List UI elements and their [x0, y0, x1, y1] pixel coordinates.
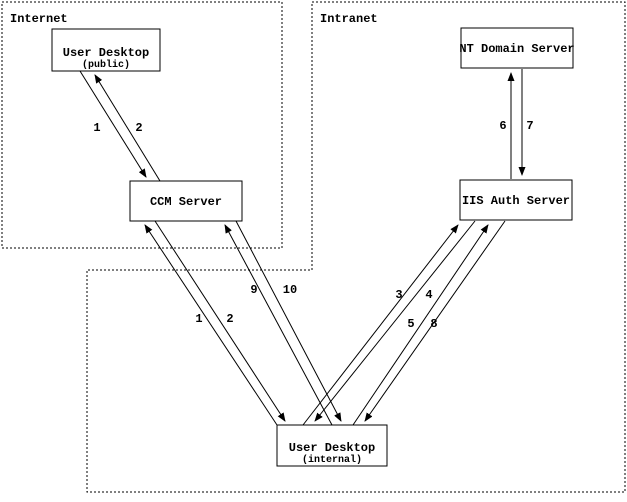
edge-2-ccm-to-public	[94, 74, 161, 182]
node-box	[51, 28, 161, 72]
node-box	[129, 180, 243, 222]
node-label: IIS Auth Server	[462, 194, 570, 208]
node-user-desktop-internal: User Desktop (internal)	[276, 424, 388, 467]
edge-label-9: 9	[250, 283, 257, 297]
edge-3-internal-to-iis	[302, 224, 459, 426]
edge-label-2-upper: 2	[135, 121, 142, 135]
edge-label-4: 4	[425, 288, 432, 302]
node-box	[460, 27, 574, 69]
edge-label-6: 6	[499, 119, 506, 133]
edge-1-internal-to-ccm	[144, 224, 278, 426]
node-iis-auth-server: IIS Auth Server	[459, 179, 573, 221]
edge-label-10: 10	[283, 283, 297, 297]
edge-2-ccm-to-internal	[154, 220, 286, 422]
edge-label-2-lower: 2	[226, 312, 233, 326]
edge-1-public-to-ccm	[79, 70, 147, 178]
edge-label-1-lower: 1	[195, 312, 202, 326]
node-label: User Desktop	[289, 441, 375, 455]
edge-label-7: 7	[526, 119, 533, 133]
edge-8-iis-to-internal	[364, 220, 506, 422]
edge-label-1-upper: 1	[93, 121, 100, 135]
node-sublabel: (public)	[82, 59, 130, 71]
edge-label-3: 3	[395, 288, 402, 302]
intranet-zone-label: Intranet	[320, 12, 378, 26]
node-ccm-server: CCM Server	[129, 180, 243, 222]
edge-4-iis-to-internal	[314, 220, 476, 422]
node-sublabel: (internal)	[302, 454, 362, 466]
edge-10-ccm-to-internal	[235, 220, 342, 422]
internet-zone-label: Internet	[10, 12, 68, 26]
node-label: User Desktop	[63, 46, 149, 60]
node-user-desktop-public: User Desktop (public)	[51, 28, 161, 72]
internet-zone-boundary	[1, 1, 283, 249]
intranet-zone-boundary	[86, 1, 626, 493]
edge-label-5: 5	[407, 317, 414, 331]
edge-label-8: 8	[430, 317, 437, 331]
edge-9-internal-to-ccm	[224, 224, 333, 426]
node-label: NT Domain Server	[459, 42, 574, 56]
node-box	[459, 179, 573, 221]
edge-5-internal-to-iis	[352, 224, 489, 426]
node-nt-domain-server: NT Domain Server	[459, 27, 575, 69]
node-label: CCM Server	[150, 195, 222, 209]
node-box	[276, 424, 388, 467]
